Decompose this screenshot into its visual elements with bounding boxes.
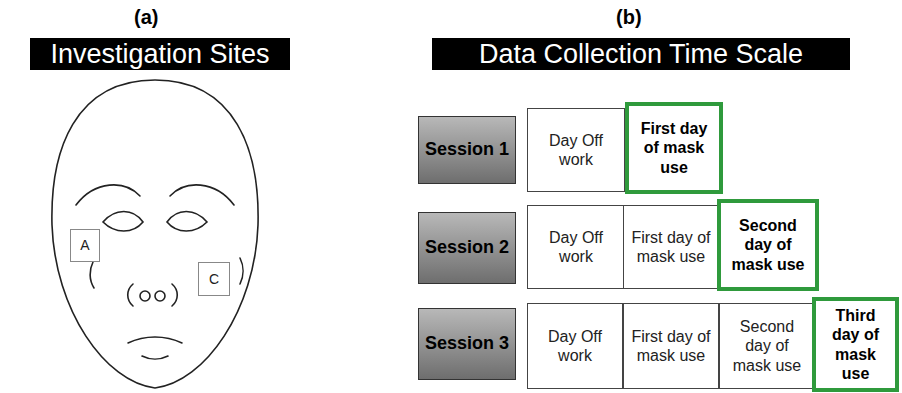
collection-day-cell: First day of mask use <box>625 102 723 194</box>
node-text: Investigation Sites <box>50 38 269 70</box>
left-cheek-line <box>90 262 94 288</box>
panel-label: (a) <box>134 6 158 29</box>
nose-right <box>172 284 177 306</box>
right-eyebrow <box>170 185 234 205</box>
collection-day-cell: Third day of mask use <box>812 297 899 392</box>
right-eye <box>167 212 207 232</box>
node-text: Day Off work <box>533 327 617 365</box>
section-banner: Investigation Sites <box>30 38 290 70</box>
session-box: Session 3 <box>418 308 516 380</box>
site-box: C <box>198 262 230 296</box>
right-cheek-line <box>240 258 243 284</box>
node-text: Data Collection Time Scale <box>479 38 803 70</box>
site-box: A <box>70 229 100 262</box>
node-text: First day of mask use <box>629 327 713 365</box>
day-cell: Day Off work <box>527 303 623 389</box>
session-box: Session 1 <box>418 116 516 184</box>
node-text: Session 2 <box>425 237 509 259</box>
left-eyebrow <box>76 185 140 205</box>
node-text: Session 1 <box>425 139 509 161</box>
left-eye <box>103 212 143 232</box>
mouth <box>128 337 182 343</box>
node-text: A <box>80 237 89 254</box>
node-text: Second day of mask use <box>726 216 810 274</box>
node-text: C <box>209 271 219 288</box>
day-cell: Second day of mask use <box>719 303 815 389</box>
nostril <box>155 291 165 301</box>
day-cell: First day of mask use <box>623 303 719 389</box>
collection-day-cell: Second day of mask use <box>717 199 819 291</box>
node-text: Third day of mask use <box>821 306 890 383</box>
node-text: First day of mask use <box>629 228 713 266</box>
node-text: Session 3 <box>425 333 509 355</box>
day-cell: First day of mask use <box>623 205 719 289</box>
node-text: First day of mask use <box>634 119 714 177</box>
nose-left <box>128 284 133 306</box>
node-text: Day Off work <box>533 131 619 169</box>
panel-label: (b) <box>616 6 642 29</box>
node-text: Second day of mask use <box>725 317 809 375</box>
nostril <box>140 291 150 301</box>
day-cell: Day Off work <box>527 205 625 289</box>
session-box: Session 2 <box>418 212 516 284</box>
section-banner: Data Collection Time Scale <box>432 38 850 70</box>
lower-lip <box>142 356 168 359</box>
head-outline <box>52 80 258 388</box>
node-text: Day Off work <box>533 228 619 266</box>
day-cell: Day Off work <box>527 108 625 192</box>
